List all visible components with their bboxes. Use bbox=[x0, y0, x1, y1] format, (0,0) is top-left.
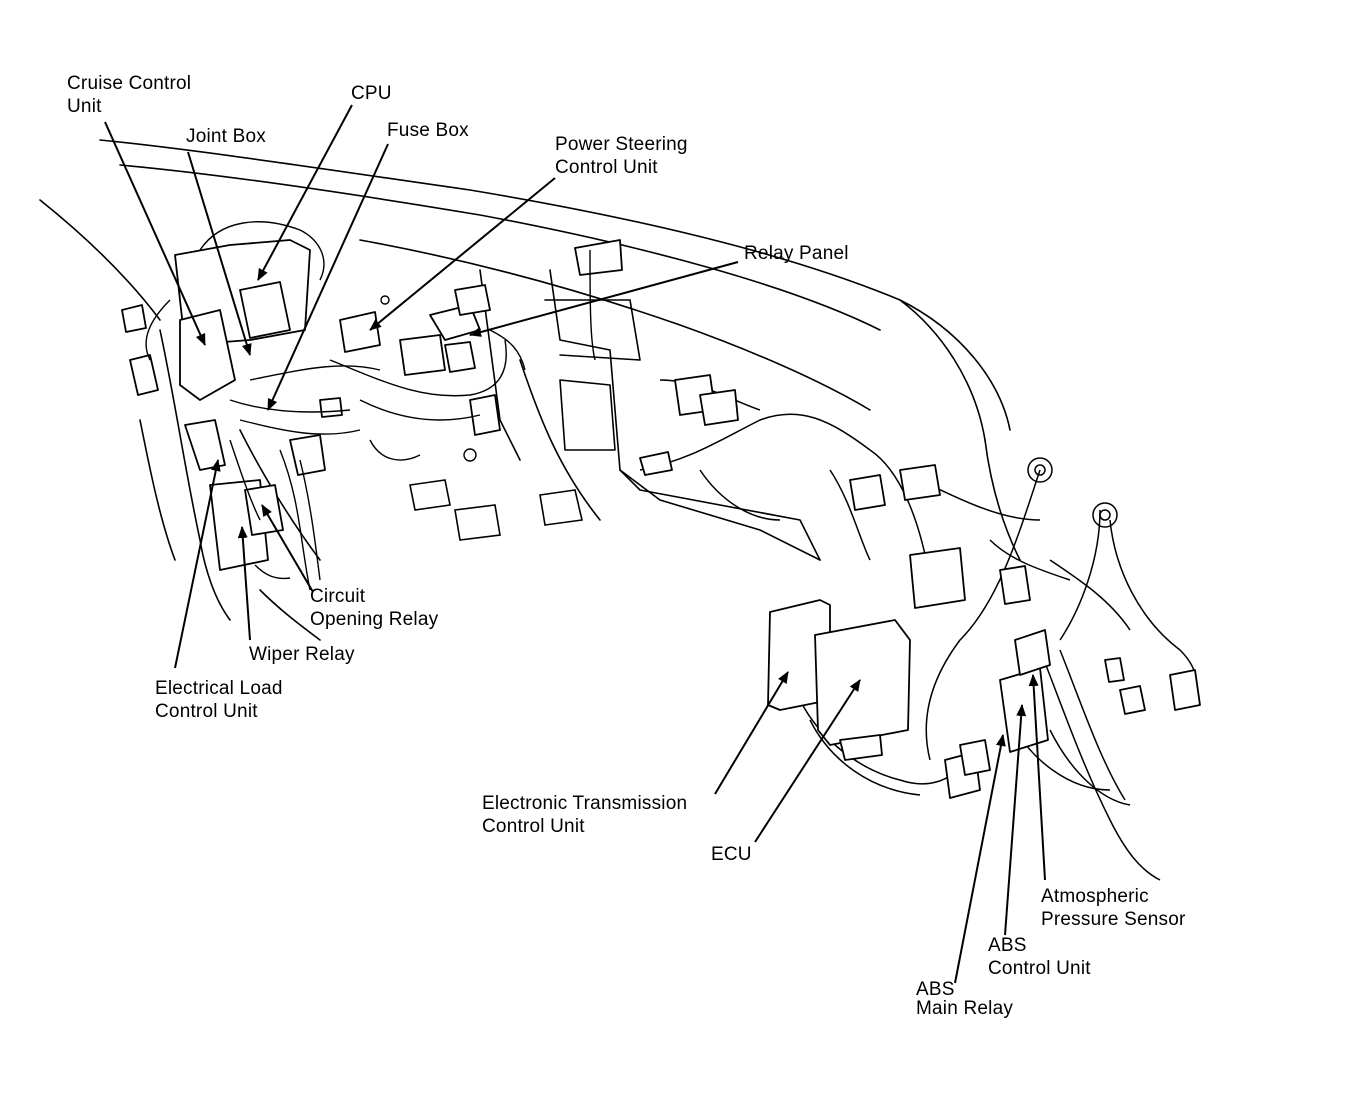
leader-relay-panel bbox=[469, 261, 739, 337]
label-circuit-opening-relay: Circuit Opening Relay bbox=[310, 585, 438, 631]
leader-electrical-load-control-unit bbox=[174, 459, 221, 669]
center-harness bbox=[329, 249, 596, 462]
label-fuse-box-line1: Fuse Box bbox=[387, 120, 469, 141]
label-abs-main-relay-line1: ABS bbox=[916, 979, 955, 1000]
label-power-steering-control-unit-line1: Power Steering bbox=[555, 134, 688, 155]
label-electronic-transmission-control-unit-line1: Electronic Transmission bbox=[482, 793, 688, 814]
label-electronic-transmission-control-unit: Electronic Transmission Control Unit bbox=[482, 792, 687, 838]
left-harness bbox=[145, 221, 381, 591]
leader-power-steering-control-unit bbox=[369, 177, 556, 331]
label-cruise-control-unit: Cruise Control Unit bbox=[67, 72, 191, 118]
label-electronic-transmission-control-unit-line2: Control Unit bbox=[482, 816, 585, 837]
label-power-steering-control-unit: Power Steering Control Unit bbox=[555, 133, 688, 179]
label-abs-control-unit: ABS Control Unit bbox=[988, 934, 1091, 980]
label-cpu: CPU bbox=[351, 82, 392, 105]
pedals bbox=[409, 479, 583, 541]
label-cpu-line1: CPU bbox=[351, 83, 392, 104]
leader-atmospheric-pressure-sensor bbox=[1028, 674, 1046, 881]
leader-wiper-relay bbox=[237, 526, 251, 641]
label-wiper-relay: Wiper Relay bbox=[249, 643, 355, 666]
label-abs-main-relay-line2: Main Relay bbox=[916, 998, 1014, 1019]
leader-cruise-control-unit bbox=[104, 121, 206, 346]
label-atmospheric-pressure-sensor-line2: Pressure Sensor bbox=[1041, 909, 1186, 930]
label-circuit-opening-relay-line1: Circuit bbox=[310, 586, 366, 607]
label-abs-main-relay: ABS Main Relay bbox=[916, 980, 1013, 1018]
label-atmospheric-pressure-sensor: Atmospheric Pressure Sensor bbox=[1041, 885, 1186, 931]
left-component-cluster bbox=[121, 239, 343, 571]
leader-abs-control-unit bbox=[1004, 704, 1027, 936]
label-cruise-control-unit-line2: Unit bbox=[67, 96, 102, 117]
label-electrical-load-control-unit: Electrical Load Control Unit bbox=[155, 677, 283, 723]
label-power-steering-control-unit-line2: Control Unit bbox=[555, 157, 658, 178]
label-electrical-load-control-unit-line2: Control Unit bbox=[155, 701, 258, 722]
label-joint-box-line1: Joint Box bbox=[186, 126, 266, 147]
leader-cpu bbox=[257, 104, 353, 281]
leader-lines bbox=[104, 104, 1046, 984]
label-fuse-box: Fuse Box bbox=[387, 119, 469, 142]
leader-electronic-transmission-control-unit bbox=[714, 671, 789, 795]
dashboard-outline bbox=[39, 139, 1021, 641]
label-circuit-opening-relay-line2: Opening Relay bbox=[310, 609, 439, 630]
center-component-cluster bbox=[339, 239, 623, 436]
label-cruise-control-unit-line1: Cruise Control bbox=[67, 73, 192, 94]
label-abs-control-unit-line2: Control Unit bbox=[988, 958, 1091, 979]
label-atmospheric-pressure-sensor-line1: Atmospheric bbox=[1041, 886, 1149, 907]
right-harness bbox=[639, 379, 1198, 881]
leader-joint-box bbox=[187, 151, 252, 356]
leader-fuse-box bbox=[267, 143, 389, 411]
label-wiper-relay-line1: Wiper Relay bbox=[249, 644, 355, 665]
label-joint-box: Joint Box bbox=[186, 125, 266, 148]
label-ecu: ECU bbox=[711, 843, 752, 866]
label-relay-panel: Relay Panel bbox=[744, 242, 849, 265]
label-electrical-load-control-unit-line1: Electrical Load bbox=[155, 678, 283, 699]
label-abs-control-unit-line1: ABS bbox=[988, 935, 1027, 956]
leader-circuit-opening-relay bbox=[261, 504, 314, 593]
label-relay-panel-line1: Relay Panel bbox=[744, 243, 849, 264]
leader-ecu bbox=[754, 679, 861, 843]
leader-abs-main-relay bbox=[954, 734, 1006, 984]
label-ecu-line1: ECU bbox=[711, 844, 752, 865]
